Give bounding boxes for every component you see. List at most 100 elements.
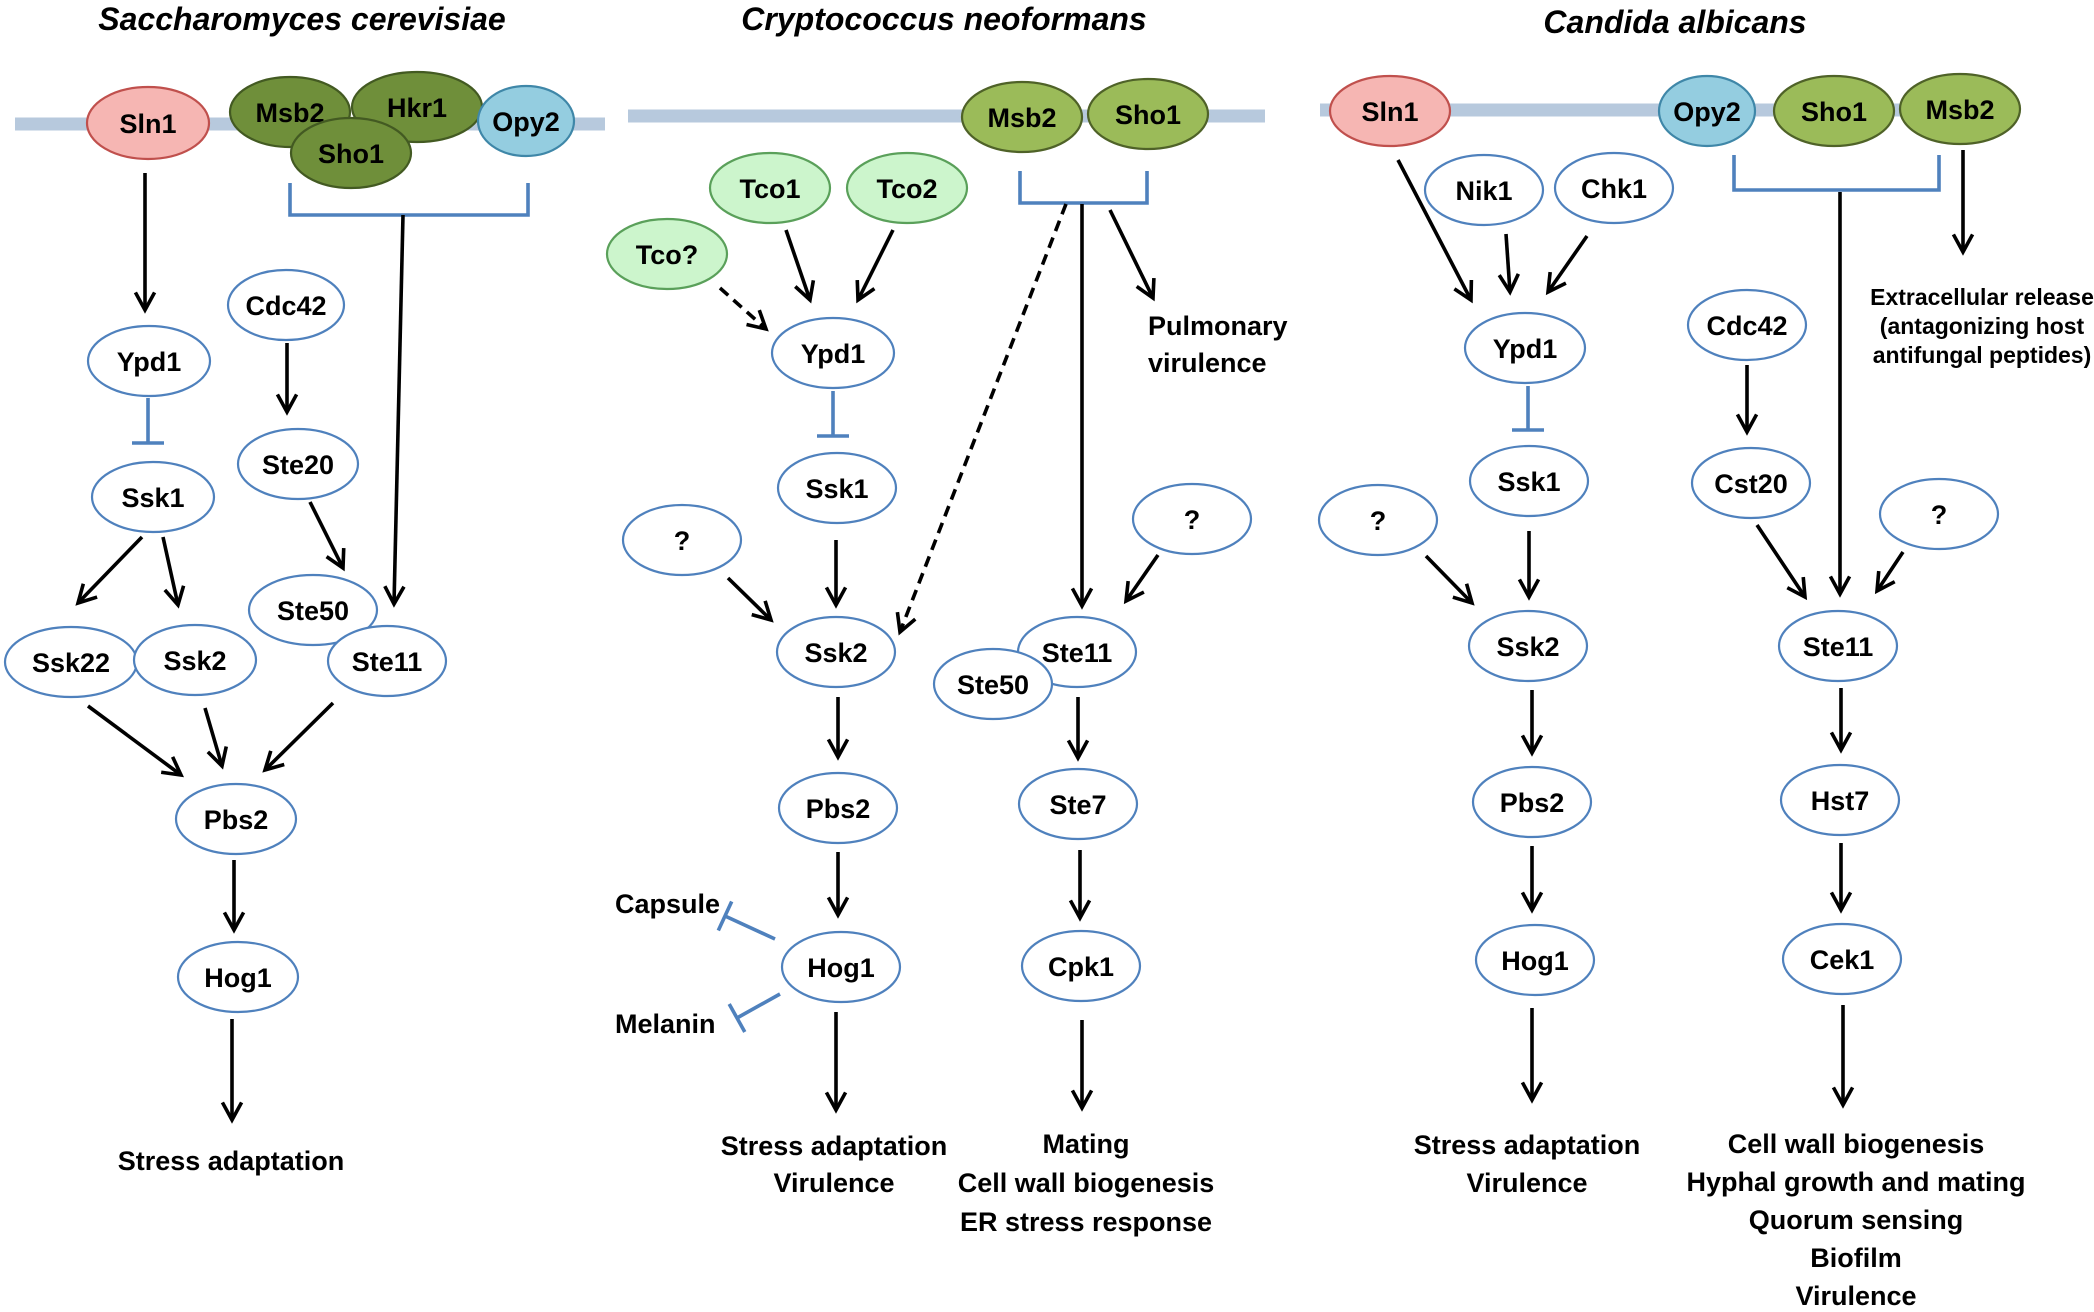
title-cryptococcus: Cryptococcus neoformans bbox=[741, 1, 1146, 37]
inhibit-cn-hog1-capsule bbox=[716, 900, 776, 941]
node-sc-ssk2: Ssk2 bbox=[132, 623, 258, 697]
node-label: Ste11 bbox=[352, 647, 423, 677]
arrow-sc-bracket-ste11 bbox=[383, 214, 406, 608]
node-ca-cek1: Cek1 bbox=[1781, 922, 1903, 996]
node-label: Cpk1 bbox=[1048, 952, 1114, 982]
ca-msb2-output-2: (antagonizing host bbox=[1880, 313, 2085, 339]
node-sc-opy2: Opy2 bbox=[476, 84, 576, 158]
arrow-cn-q1-ssk2 bbox=[726, 576, 774, 623]
node-ca-pbs2: Pbs2 bbox=[1471, 765, 1593, 839]
ca-hog-output-1: Stress adaptation bbox=[1414, 1130, 1641, 1160]
node-label: Tco2 bbox=[876, 174, 937, 204]
node-label: Ste7 bbox=[1049, 790, 1106, 820]
node-shape bbox=[326, 624, 448, 698]
node-shape bbox=[85, 85, 211, 161]
node-shape bbox=[776, 451, 898, 525]
cn-melanin-label: Melanin bbox=[615, 1009, 716, 1039]
bracket-cn-msb2-sho1 bbox=[1018, 171, 1149, 205]
arrow-sc-ssk1-ssk2 bbox=[161, 536, 186, 609]
node-shape bbox=[777, 771, 899, 845]
node-shape bbox=[1772, 74, 1896, 148]
node-label: Ypd1 bbox=[801, 339, 866, 369]
arrow-cn-tco2-ypd1 bbox=[855, 229, 895, 304]
arrow-sc-ssk22-pbs2 bbox=[86, 704, 185, 778]
node-ca-opy2: Opy2 bbox=[1657, 74, 1757, 148]
node-shape bbox=[1474, 923, 1596, 997]
node-label: Sho1 bbox=[1801, 97, 1867, 127]
node-label: Ssk2 bbox=[163, 646, 226, 676]
node-label: Ste11 bbox=[1803, 632, 1874, 662]
node-ca-ypd1: Ypd1 bbox=[1463, 311, 1587, 385]
node-cn-tco1: Tco1 bbox=[708, 151, 832, 225]
node-label: ? bbox=[674, 526, 691, 556]
node-shape bbox=[1086, 77, 1210, 151]
node-cn-q2: ? bbox=[1131, 482, 1253, 556]
node-cn-msb2: Msb2 bbox=[960, 80, 1084, 154]
node-ca-nik1: Nik1 bbox=[1423, 153, 1545, 227]
node-shape bbox=[621, 503, 743, 577]
node-shape bbox=[86, 324, 212, 398]
arrow-ca-cdc42-cst20 bbox=[1735, 365, 1759, 436]
node-label: Ssk1 bbox=[121, 483, 184, 513]
node-label: ? bbox=[1370, 506, 1387, 536]
node-label: Cek1 bbox=[1810, 945, 1875, 975]
node-shape bbox=[1471, 765, 1593, 839]
node-shape bbox=[708, 151, 832, 225]
node-shape bbox=[1467, 609, 1589, 683]
node-cn-ste7: Ste7 bbox=[1017, 767, 1139, 841]
node-label: Ste50 bbox=[277, 596, 349, 626]
node-cn-ypd1: Ypd1 bbox=[770, 316, 896, 390]
node-shape bbox=[770, 316, 896, 390]
node-label: Ssk22 bbox=[32, 648, 110, 678]
ca-msb2-output-3: antifungal peptides) bbox=[1873, 342, 2092, 368]
node-label: Ste50 bbox=[957, 670, 1029, 700]
arrow-ca-bracket-ste11 bbox=[1828, 192, 1852, 598]
arrow-ca-pbs2-hog1 bbox=[1520, 846, 1544, 914]
node-label: Msb2 bbox=[987, 103, 1056, 133]
node-shape bbox=[476, 84, 576, 158]
arrow-cn-ssk2-pbs2 bbox=[826, 697, 850, 761]
arrow-cn-q2-ste11 bbox=[1123, 553, 1160, 605]
node-shape bbox=[1686, 288, 1808, 362]
node-cn-hog1: Hog1 bbox=[780, 930, 902, 1004]
arrow-cn-tco1-ypd1 bbox=[784, 229, 816, 304]
node-shape bbox=[1463, 311, 1587, 385]
node-label: Cdc42 bbox=[245, 291, 326, 321]
bracket-ca-opy2-msb2 bbox=[1732, 155, 1941, 192]
node-ca-cst20: Cst20 bbox=[1690, 446, 1812, 520]
node-label: Ste20 bbox=[262, 450, 334, 480]
node-label: Sho1 bbox=[1115, 100, 1181, 130]
cn-cpk-output-3: ER stress response bbox=[960, 1207, 1212, 1237]
node-sc-pbs2: Pbs2 bbox=[174, 782, 298, 856]
arrow-ca-hog1-output bbox=[1520, 1008, 1544, 1104]
node-shape bbox=[1779, 763, 1901, 837]
node-sc-sho1: Sho1 bbox=[289, 116, 413, 190]
arrow-sc-cdc42-ste20 bbox=[275, 343, 299, 416]
cn-pulmonary-label-1: Pulmonary bbox=[1148, 311, 1288, 341]
node-label: Ypd1 bbox=[117, 347, 182, 377]
arrow-cn-ste7-cpk1 bbox=[1068, 850, 1092, 922]
cn-pulmonary-label-2: virulence bbox=[1148, 348, 1267, 378]
ca-cek-output-1: Cell wall biogenesis bbox=[1728, 1129, 1985, 1159]
cn-cpk-output-1: Mating bbox=[1043, 1129, 1130, 1159]
node-ca-sho1: Sho1 bbox=[1772, 74, 1896, 148]
node-cn-ste50: Ste50 bbox=[932, 647, 1054, 721]
ca-cek-output-4: Biofilm bbox=[1810, 1243, 1902, 1273]
node-sc-ssk1: Ssk1 bbox=[90, 460, 216, 534]
node-sc-ssk22: Ssk22 bbox=[3, 625, 139, 699]
node-ca-chk1: Chk1 bbox=[1553, 151, 1675, 225]
node-label: Hog1 bbox=[204, 963, 272, 993]
node-cn-q1: ? bbox=[621, 503, 743, 577]
node-shape bbox=[1777, 609, 1899, 683]
ca-cek-output-3: Quorum sensing bbox=[1749, 1205, 1964, 1235]
node-label: Ssk1 bbox=[1497, 467, 1560, 497]
inhibit-cn-ypd1-ssk1 bbox=[817, 391, 849, 438]
node-cn-ssk2: Ssk2 bbox=[775, 615, 897, 689]
node-label: Pbs2 bbox=[1500, 788, 1565, 818]
arrow-ca-msb2-release bbox=[1951, 150, 1975, 256]
node-shape bbox=[1657, 74, 1757, 148]
node-shape bbox=[226, 268, 346, 342]
node-ca-ste11: Ste11 bbox=[1777, 609, 1899, 683]
node-shape bbox=[289, 116, 413, 190]
